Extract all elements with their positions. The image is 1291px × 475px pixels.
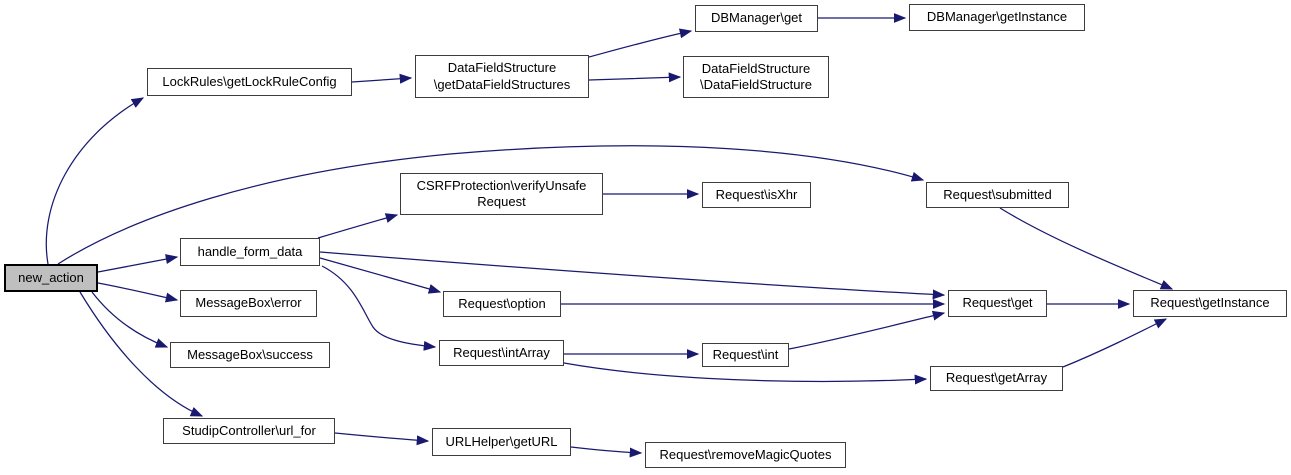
node-verifyunsaferequest[interactable]: CSRFProtection\verifyUnsafe Request [400, 173, 603, 215]
node-datafieldstructure-ctor[interactable]: DataFieldStructure \DataFieldStructure [683, 56, 829, 98]
edge-handle-form-data-to-verifyunsaferequest [317, 213, 399, 239]
node-handle-form-data[interactable]: handle_form_data [180, 238, 320, 266]
node-geturl[interactable]: URLHelper\getURL [432, 428, 571, 456]
edge-intarray-to-getarray [563, 362, 928, 385]
edge-handle-form-data-to-get [319, 251, 946, 300]
node-new-action[interactable]: new_action [4, 264, 98, 292]
edge-handle-form-data-to-option [319, 257, 442, 294]
edge-int-to-get [788, 310, 946, 350]
edge-url-for-to-geturl [334, 432, 430, 446]
node-dbmanager-getinstance[interactable]: DBManager\getInstance [909, 4, 1085, 31]
edge-geturl-to-removemagicquotes [570, 446, 643, 458]
node-removemagicquotes[interactable]: Request\removeMagicQuotes [645, 442, 846, 468]
edge-getdatafieldstructures-to-dbmanager-get [588, 28, 693, 58]
edge-new-action-to-submitted [57, 145, 925, 265]
node-getarray[interactable]: Request\getArray [930, 366, 1063, 391]
node-getlockruleconfig[interactable]: LockRules\getLockRuleConfig [147, 68, 352, 96]
node-url-for[interactable]: StudipController\url_for [163, 418, 335, 444]
node-messagebox-error[interactable]: MessageBox\error [180, 290, 317, 317]
edge-new-action-to-handle-form-data [97, 254, 179, 273]
edge-new-action-to-url-for [79, 291, 204, 417]
edge-getarray-to-getinstance [1062, 318, 1168, 368]
node-intarray[interactable]: Request\intArray [439, 340, 564, 366]
node-getinstance[interactable]: Request\getInstance [1133, 290, 1287, 317]
edge-getdatafieldstructures-to-datafieldstructure-ctor [588, 72, 682, 83]
node-dbmanager-get[interactable]: DBManager\get [695, 5, 818, 32]
edge-submitted-to-getinstance [999, 207, 1174, 290]
edge-new-action-to-getlockruleconfig [45, 97, 145, 265]
node-getdatafieldstructures[interactable]: DataFieldStructure \getDataFieldStructur… [415, 55, 589, 98]
node-isxhr[interactable]: Request\isXhr [702, 182, 811, 208]
node-option[interactable]: Request\option [443, 291, 561, 317]
edge-handle-form-data-to-intarray [321, 265, 437, 351]
node-submitted[interactable]: Request\submitted [926, 182, 1069, 208]
edge-getlockruleconfig-to-getdatafieldstructures [351, 73, 413, 84]
node-messagebox-success[interactable]: MessageBox\success [170, 342, 330, 368]
node-int[interactable]: Request\int [702, 343, 789, 367]
node-get[interactable]: Request\get [948, 290, 1047, 317]
edge-new-action-to-messagebox-success [91, 291, 169, 348]
edge-new-action-to-messagebox-error [97, 282, 179, 303]
